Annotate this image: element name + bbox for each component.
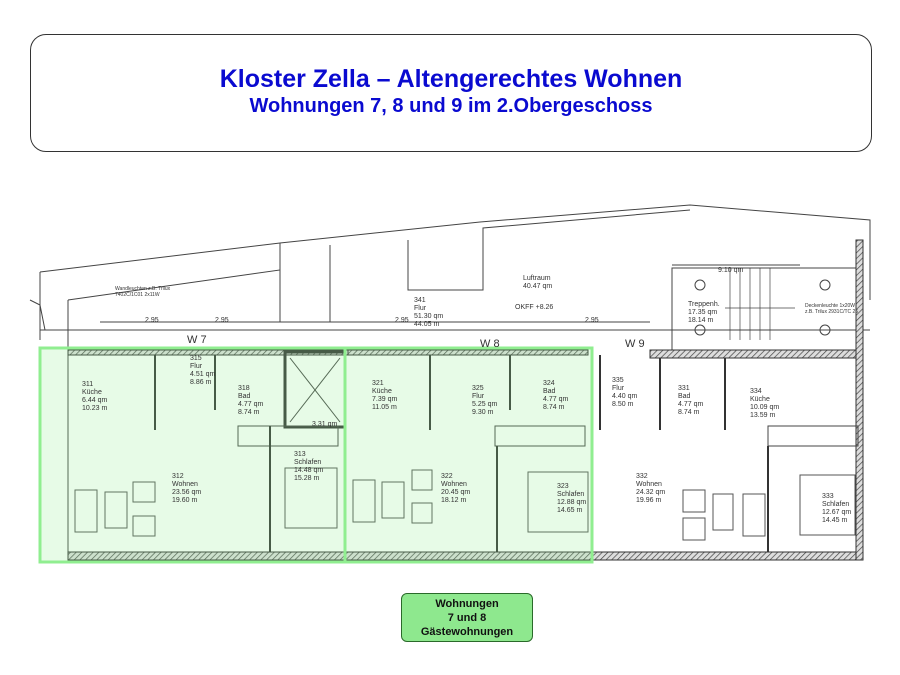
room-id: 341 — [414, 297, 426, 304]
room-area: 14.48 qm — [294, 467, 323, 474]
unit-label-w9: W 9 — [625, 338, 645, 350]
room-name: Flur — [190, 363, 203, 370]
room-name: Schlafen — [822, 501, 849, 508]
room-area: 20.45 qm — [441, 489, 470, 496]
room-id: 312 — [172, 473, 184, 480]
room-name: Wohnen — [441, 481, 467, 488]
room-name: Treppenh. — [688, 301, 720, 308]
room-id: 333 — [822, 493, 834, 500]
room-perimeter: 14.65 m — [557, 507, 582, 514]
room-area: 12.67 qm — [822, 509, 851, 516]
room-name: Luftraum — [523, 275, 551, 282]
room-id: 315 — [190, 355, 202, 362]
room-perimeter: 8.74 m — [238, 409, 260, 416]
unit-w7-highlight — [38, 346, 347, 564]
room-area: 40.47 qm — [523, 283, 552, 290]
room-name: Wohnen — [172, 481, 198, 488]
annotation: 7402C/1C01 2x11W — [115, 292, 160, 298]
room-name: Bad — [238, 393, 251, 400]
room-perimeter: 19.60 m — [172, 497, 197, 504]
room-name: Küche — [372, 388, 392, 395]
room-perimeter: 15.28 m — [294, 475, 319, 482]
room-id: 332 — [636, 473, 648, 480]
room-id: 331 — [678, 385, 690, 392]
room-area: 17.35 qm — [688, 309, 717, 316]
room-area: 9.10 qm — [718, 267, 743, 274]
room-name: Küche — [750, 396, 770, 403]
room-area: 23.56 qm — [172, 489, 201, 496]
room-perimeter: 8.50 m — [612, 401, 634, 408]
roof-outline — [29, 204, 871, 555]
room-perimeter: 19.96 m — [636, 497, 661, 504]
dimension-label: 2.95 — [585, 317, 599, 324]
annotation: Wandleuchten z.B. Trilux — [115, 286, 171, 292]
title-box: Kloster Zella – Altengerechtes Wohnen Wo… — [30, 34, 872, 152]
room-perimeter: 8.86 m — [190, 379, 212, 386]
unit-label-w8: W 8 — [480, 338, 500, 350]
dimension-label: 2.95 — [215, 317, 229, 324]
legend-box: Wohnungen 7 und 8 Gästewohnungen — [401, 593, 533, 642]
room-name: Flur — [472, 393, 485, 400]
slide-subtitle: Wohnungen 7, 8 und 9 im 2.Obergeschoss — [249, 95, 653, 117]
room-area: 6.44 qm — [82, 397, 107, 404]
room-name: Schlafen — [294, 459, 321, 466]
legend-line: Wohnungen — [435, 598, 499, 610]
room-id: 313 — [294, 451, 306, 458]
annotation: z.B. Trilux 2931C/TC 26 — [805, 309, 858, 315]
room-id: 318 — [238, 385, 250, 392]
room-perimeter: 44.05 m — [414, 321, 439, 328]
walls — [67, 239, 864, 561]
furniture — [74, 467, 856, 541]
room-area: 4.40 qm — [612, 393, 637, 400]
room-perimeter: 9.30 m — [472, 409, 494, 416]
room-perimeter: 11.05 m — [372, 404, 397, 411]
room-perimeter: 18.12 m — [441, 497, 466, 504]
room-perimeter: 18.14 m — [688, 317, 713, 324]
dimension-label: 2.95 — [145, 317, 159, 324]
room-area: 5.25 qm — [472, 401, 497, 408]
slide-title: Kloster Zella – Altengerechtes Wohnen — [219, 65, 683, 93]
room-id: 322 — [441, 473, 453, 480]
room-id: 334 — [750, 388, 762, 395]
room-perimeter: 14.45 m — [822, 517, 847, 524]
room-area: 51.30 qm — [414, 313, 443, 320]
room-id: 335 — [612, 377, 624, 384]
room-name: Küche — [82, 389, 102, 396]
legend-line: 7 und 8 — [447, 612, 487, 624]
room-name: Bad — [543, 388, 556, 395]
okff-label: OKFF +8.26 — [515, 304, 553, 311]
room-area: 4.51 qm — [190, 371, 215, 378]
room-area: 4.77 qm — [238, 401, 263, 408]
room-id: 311 — [82, 381, 93, 388]
room-perimeter: 8.74 m — [678, 409, 700, 416]
room-area: 24.32 qm — [636, 489, 665, 496]
room-area: 3.31 qm — [312, 421, 337, 428]
room-name: Flur — [414, 305, 427, 312]
room-id: 323 — [557, 483, 569, 490]
legend-line: Gästewohnungen — [420, 626, 514, 638]
room-area: 10.09 qm — [750, 404, 779, 411]
room-id: 321 — [372, 380, 384, 387]
room-area: 4.77 qm — [543, 396, 568, 403]
room-area: 4.77 qm — [678, 401, 703, 408]
room-perimeter: 8.74 m — [543, 404, 565, 411]
room-id: 324 — [543, 380, 555, 387]
annotation: Deckenleuchte 1x20W — [805, 303, 855, 309]
room-name: Wohnen — [636, 481, 662, 488]
room-name: Bad — [678, 393, 691, 400]
unit-w8-highlight — [343, 346, 594, 564]
room-area: 12.88 qm — [557, 499, 586, 506]
room-area: 7.39 qm — [372, 396, 397, 403]
dimension-label: 2.95 — [395, 317, 409, 324]
unit-label-w7: W 7 — [187, 334, 207, 346]
room-perimeter: 13.59 m — [750, 412, 775, 419]
room-name: Schlafen — [557, 491, 584, 498]
room-perimeter: 10.23 m — [82, 405, 107, 412]
room-id: 325 — [472, 385, 484, 392]
room-name: Flur — [612, 385, 625, 392]
